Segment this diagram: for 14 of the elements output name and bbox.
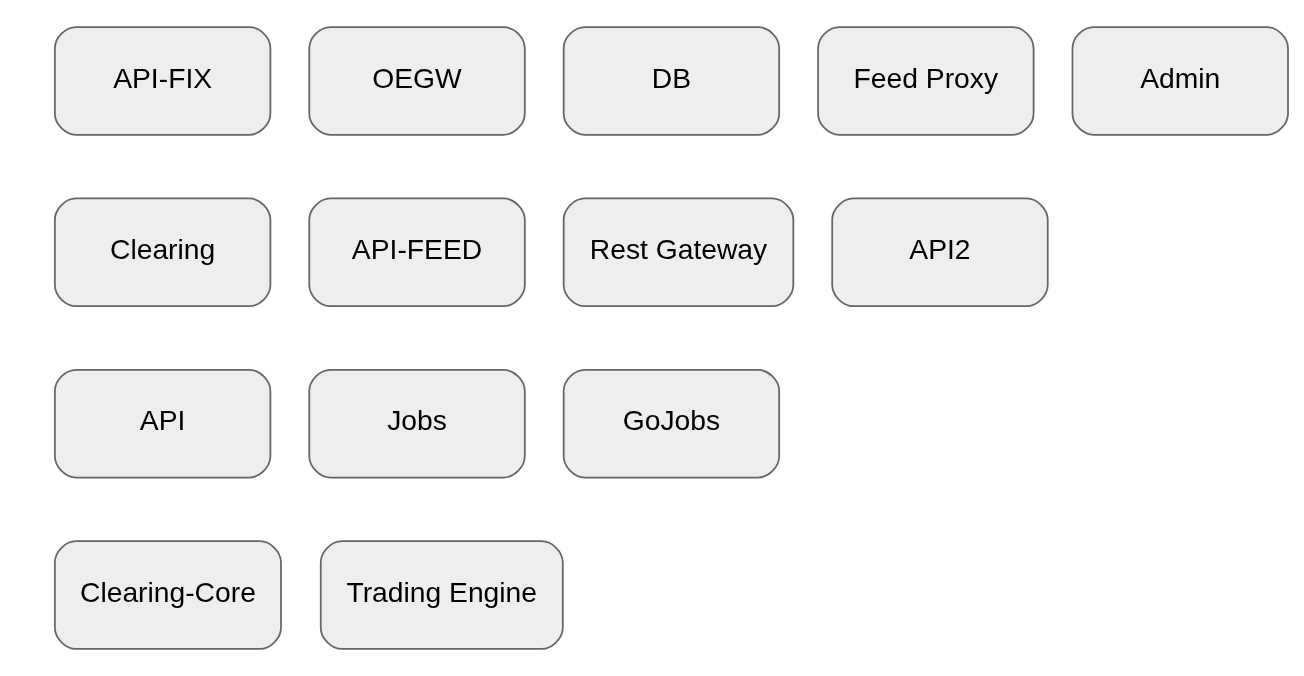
node-box: DB (562, 26, 781, 136)
node-box: API-FIX (54, 26, 272, 136)
node-box: Admin (1071, 26, 1289, 136)
node-box: API-FEED (308, 197, 526, 308)
node-box: Jobs (308, 368, 526, 479)
node-box: Trading Engine (319, 540, 564, 650)
node-box: API (54, 368, 272, 479)
node-box: Clearing (54, 197, 272, 308)
node-box: GoJobs (562, 368, 781, 479)
node-box: Rest Gateway (562, 197, 795, 308)
node-box: Feed Proxy (817, 26, 1035, 136)
node-box: API2 (831, 197, 1049, 308)
node-box: OEGW (308, 26, 526, 136)
node-box: Clearing-Core (54, 540, 282, 650)
